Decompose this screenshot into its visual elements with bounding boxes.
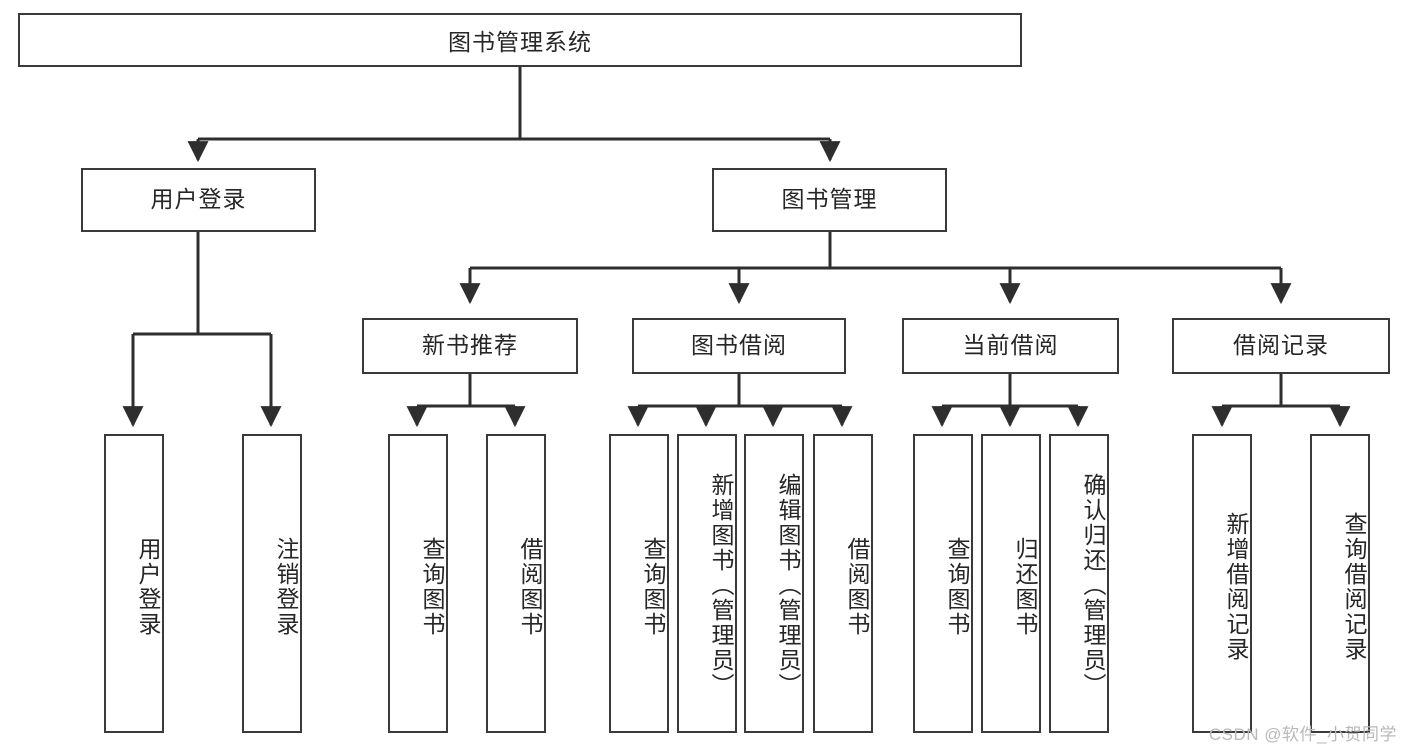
leaf-borrow-book[interactable]: 借阅图书 — [813, 434, 873, 733]
node-label: 借阅图书 — [517, 536, 543, 637]
node-new-book-recommend[interactable]: 新书推荐 — [362, 318, 578, 374]
leaf-query-book-borrow[interactable]: 查询图书 — [609, 434, 669, 733]
node-borrow-record[interactable]: 借阅记录 — [1172, 318, 1390, 374]
node-label: 新书推荐 — [422, 332, 518, 359]
csdn-watermark: CSDN @软件_小贺同学 — [1208, 725, 1397, 744]
node-book-manage[interactable]: 图书管理 — [712, 168, 947, 232]
node-label: 图书管理 — [781, 186, 878, 213]
node-label: 新增图书（管理员） — [708, 473, 734, 698]
leaf-return-book[interactable]: 归还图书 — [981, 434, 1041, 733]
node-label: 图书管理系统 — [448, 29, 592, 55]
node-label: 用户登录 — [150, 186, 247, 213]
leaf-user-login[interactable]: 用户登录 — [104, 434, 164, 733]
node-root-book-management-system[interactable]: 图书管理系统 — [18, 13, 1022, 67]
node-current-borrow[interactable]: 当前借阅 — [902, 318, 1119, 374]
node-label: 编辑图书（管理员） — [775, 473, 801, 698]
node-user-login[interactable]: 用户登录 — [81, 168, 316, 232]
node-label: 用户登录 — [135, 536, 161, 637]
leaf-edit-book-admin[interactable]: 编辑图书（管理员） — [744, 434, 804, 733]
node-label: 借阅记录 — [1233, 332, 1329, 359]
node-label: 查询图书 — [419, 536, 445, 637]
node-label: 查询图书 — [944, 536, 970, 637]
leaf-query-book-recommend[interactable]: 查询图书 — [388, 434, 448, 733]
node-book-borrow[interactable]: 图书借阅 — [632, 318, 846, 374]
node-label: 查询图书 — [640, 536, 666, 637]
node-label: 图书借阅 — [691, 332, 787, 359]
leaf-add-borrow-record[interactable]: 新增借阅记录 — [1192, 434, 1252, 733]
node-label: 当前借阅 — [962, 332, 1059, 359]
leaf-query-borrow-record[interactable]: 查询借阅记录 — [1310, 434, 1370, 733]
node-label: 确认归还（管理员） — [1080, 473, 1106, 698]
leaf-confirm-return-admin[interactable]: 确认归还（管理员） — [1049, 434, 1109, 733]
leaf-borrow-book-recommend[interactable]: 借阅图书 — [486, 434, 546, 733]
node-label: 新增借阅记录 — [1223, 511, 1249, 662]
node-label: 归还图书 — [1012, 536, 1038, 637]
node-label: 注销登录 — [273, 536, 299, 637]
leaf-add-book-admin[interactable]: 新增图书（管理员） — [677, 434, 737, 733]
node-label: 查询借阅记录 — [1341, 511, 1367, 662]
leaf-query-book-current[interactable]: 查询图书 — [913, 434, 973, 733]
leaf-logout-login[interactable]: 注销登录 — [242, 434, 302, 733]
node-label: 借阅图书 — [844, 536, 870, 637]
